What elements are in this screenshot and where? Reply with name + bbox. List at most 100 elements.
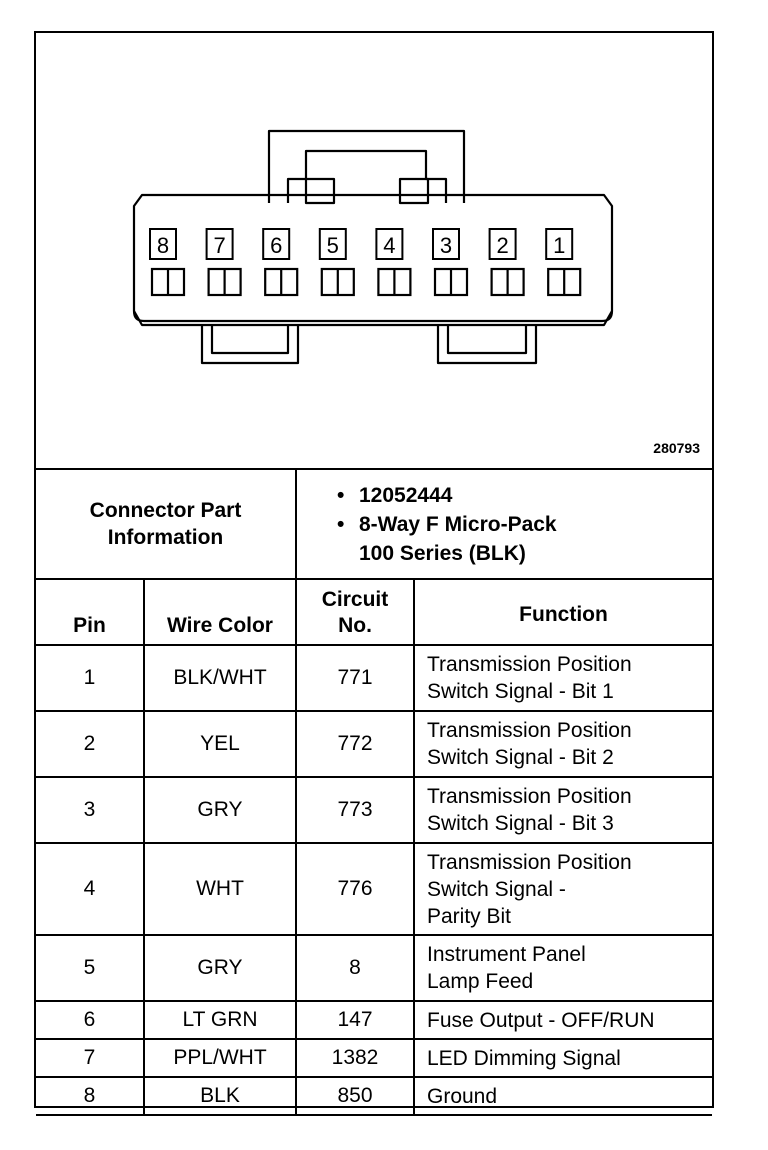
pin-group: 8 7 6 5 4 3 2 1 xyxy=(149,228,582,297)
function-line: Transmission Position xyxy=(427,850,632,874)
pin-cell: 2 xyxy=(36,710,145,778)
bullet-1: • xyxy=(337,483,345,507)
header-circuit: Circuit No. xyxy=(295,578,415,646)
wire-color-cell: LT GRN xyxy=(143,1000,297,1040)
pinout-table: Connector Part Information • 12052444 • 8-… xyxy=(36,468,712,1116)
pin-number-label: 6 xyxy=(270,233,282,258)
circuit-cell: 776 xyxy=(295,842,415,936)
function-line: Switch Signal - Bit 3 xyxy=(427,812,614,835)
circuit-cell: 147 xyxy=(295,1000,415,1040)
function-line: Transmission Position xyxy=(427,653,632,676)
pin-cell: 7 xyxy=(36,1038,145,1078)
pin-label-box xyxy=(205,228,234,260)
header-pin: Pin xyxy=(36,578,145,646)
function-line: Instrument Panel xyxy=(427,943,586,966)
pin-label-box xyxy=(545,228,574,260)
function-line: Ground xyxy=(427,1084,498,1108)
info-values: • 12052444 • 8-Way F Micro-Pack 100 Series… xyxy=(295,468,712,580)
connector-desc-line2: 100 Series (BLK) xyxy=(359,541,526,565)
function-line: Switch Signal - Bit 2 xyxy=(427,746,614,769)
wire-color-cell: GRY xyxy=(143,934,297,1002)
pin-number-label: 8 xyxy=(157,233,169,258)
header-row: Pin Wire Color Circuit No. Function xyxy=(36,578,712,646)
function-cell: LED Dimming Signal xyxy=(413,1038,712,1078)
pin-label-box xyxy=(488,228,517,260)
wire-color-cell: GRY xyxy=(143,776,297,844)
info-row: Connector Part Information • 12052444 • 8-… xyxy=(36,468,712,580)
pin-cell: 4 xyxy=(36,842,145,936)
latch-tab-right xyxy=(398,177,430,205)
pin-label-box xyxy=(375,228,404,260)
header-function: Function xyxy=(413,578,712,646)
latch-outline xyxy=(267,129,466,203)
wire-color-cell: PPL/WHT xyxy=(143,1038,297,1078)
pin-label-box xyxy=(432,228,460,260)
circuit-cell: 1382 xyxy=(295,1038,415,1078)
pin-number-label: 5 xyxy=(327,233,339,258)
function-line: Fuse Output - OFF/RUN xyxy=(427,1008,655,1032)
wire-color-cell: WHT xyxy=(143,842,297,936)
function-line: Switch Signal - Bit 1 xyxy=(427,680,614,703)
function-line: Parity Bit xyxy=(427,904,512,928)
wire-color-cell: BLK xyxy=(143,1076,297,1116)
function-cell: Fuse Output - OFF/RUN xyxy=(413,1000,712,1040)
header-wire-color: Wire Color xyxy=(143,578,297,646)
pin-number-label: 4 xyxy=(383,233,395,258)
header-circuit-line2: No. xyxy=(338,614,372,637)
function-line: LED Dimming Signal xyxy=(427,1046,621,1070)
pin-number-label: 1 xyxy=(553,233,565,258)
pin-cell: 8 xyxy=(36,1076,145,1116)
wire-color-cell: YEL xyxy=(143,710,297,778)
figure-id: 280793 xyxy=(653,440,700,456)
info-label-line1: Connector Part xyxy=(89,499,242,522)
pin-label-box xyxy=(262,228,291,260)
function-line: Transmission Position xyxy=(427,719,632,742)
wire-color-cell: BLK/WHT xyxy=(143,644,297,712)
pin-number-label: 3 xyxy=(440,233,452,258)
connector-diagram: 8 7 6 5 4 3 2 1 280793 xyxy=(36,33,712,468)
latch-inner xyxy=(286,149,448,203)
circuit-cell: 850 xyxy=(295,1076,415,1116)
pin-number-label: 2 xyxy=(496,233,508,258)
function-line: Lamp Feed xyxy=(427,970,534,993)
connector-desc-line1: 8-Way F Micro-Pack xyxy=(359,512,557,536)
function-line: Transmission Position xyxy=(427,785,632,808)
circuit-cell: 772 xyxy=(295,710,415,778)
pin-cell: 6 xyxy=(36,1000,145,1040)
circuit-cell: 8 xyxy=(295,934,415,1002)
circuit-cell: 773 xyxy=(295,776,415,844)
foot-right xyxy=(436,325,538,365)
connector-drawing: 8 7 6 5 4 3 2 1 xyxy=(132,129,614,365)
foot-left xyxy=(200,325,300,365)
pin-label-box xyxy=(149,228,177,260)
bullet-2: • xyxy=(337,512,345,536)
function-line: Switch Signal - xyxy=(427,877,566,901)
pin-number-label: 7 xyxy=(213,233,225,258)
info-label: Connector Part Information xyxy=(36,468,297,580)
info-label-line2: Information xyxy=(107,526,224,549)
pin-cell: 3 xyxy=(36,776,145,844)
header-circuit-line1: Circuit xyxy=(321,588,389,611)
circuit-cell: 771 xyxy=(295,644,415,712)
latch-tab-left xyxy=(304,177,336,205)
part-number: 12052444 xyxy=(359,483,453,507)
pin-label-box xyxy=(318,228,347,260)
function-cell: Ground xyxy=(413,1076,712,1116)
pin-cell: 5 xyxy=(36,934,145,1002)
pin-cell: 1 xyxy=(36,644,145,712)
